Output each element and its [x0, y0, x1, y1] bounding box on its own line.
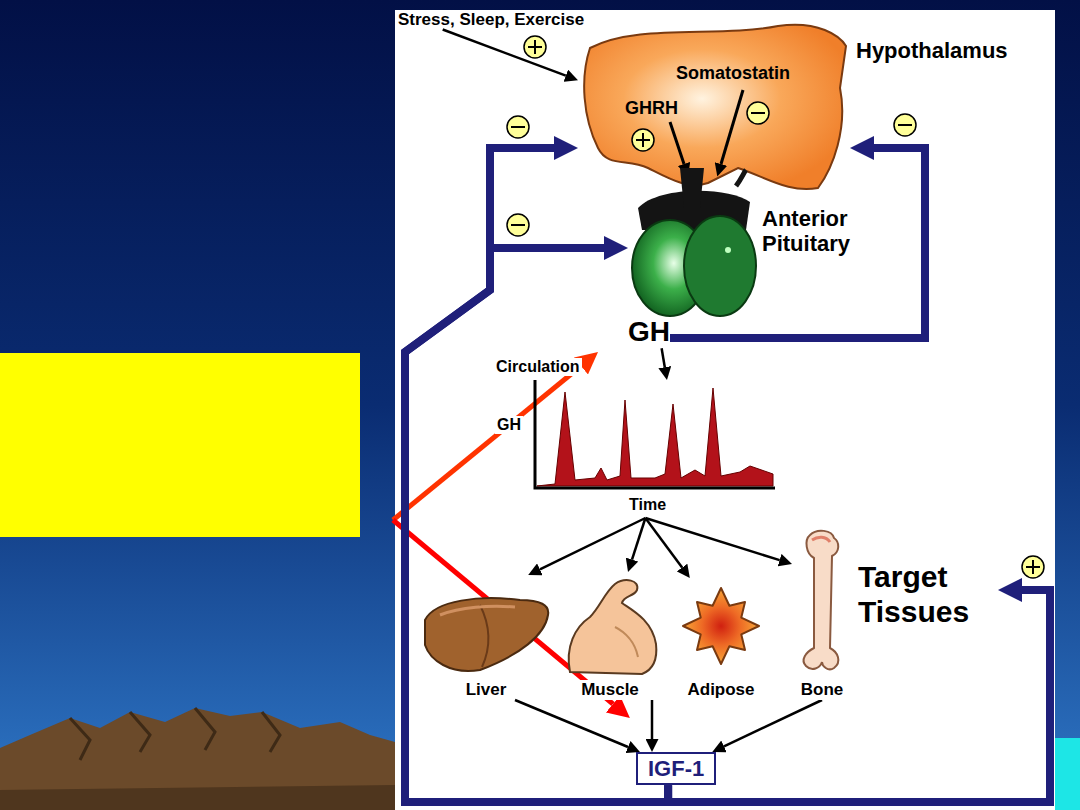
node-text: Liver	[464, 680, 509, 700]
node-text: Target Tissues	[858, 560, 998, 629]
node-text: GHRH	[625, 98, 678, 119]
node-text: Muscle	[579, 680, 641, 700]
node-text: Anterior Pituitary	[762, 206, 882, 257]
node-text: IGF-1	[648, 756, 704, 781]
connector-arrow	[645, 518, 682, 568]
node-text: Time	[627, 496, 668, 514]
hypothalamus: HypothalamusSomatostatinGHRH	[578, 18, 850, 196]
connector-arrow	[632, 518, 645, 560]
adipose-icon: Adipose	[680, 578, 762, 700]
connector-arrow	[651, 700, 654, 739]
node-text: Adipose	[685, 680, 756, 700]
node-text: Hypothalamus	[856, 38, 1008, 63]
node-text: GH	[495, 416, 523, 434]
liver-icon: Liver	[420, 575, 552, 700]
input-label: Stress, Sleep, Exercise	[398, 10, 584, 30]
bone-icon: Bone	[792, 530, 852, 700]
node-text: GH	[628, 316, 670, 348]
muscle-icon: Muscle	[560, 572, 660, 700]
mountains	[0, 708, 395, 810]
connector-arrow	[443, 30, 566, 76]
bone-icon-drawing	[792, 530, 852, 700]
target-label: Target Tissues	[858, 560, 998, 629]
hypothalamus-drawing	[578, 18, 850, 196]
node-text: Somatostatin	[676, 63, 790, 84]
pituitary-drawing	[628, 168, 758, 320]
hormone-label: GH	[628, 316, 670, 348]
connector-arrow	[540, 518, 646, 569]
connector-arrow	[662, 348, 665, 367]
connector-arrow	[645, 518, 779, 560]
yellow-box	[0, 353, 360, 537]
node-text: Stress, Sleep, Exercise	[398, 10, 584, 30]
node-text: Circulation	[494, 358, 582, 376]
pulse-chart: CirculationGHTime	[535, 380, 775, 518]
white-panel	[395, 10, 1055, 810]
connector-arrow	[724, 700, 822, 746]
pituitary: Anterior Pituitary	[628, 168, 758, 320]
connector-arrow	[515, 700, 628, 747]
node-text: Bone	[799, 680, 846, 700]
cyan-bar	[1055, 738, 1080, 810]
igf-box: IGF-1	[636, 752, 716, 785]
